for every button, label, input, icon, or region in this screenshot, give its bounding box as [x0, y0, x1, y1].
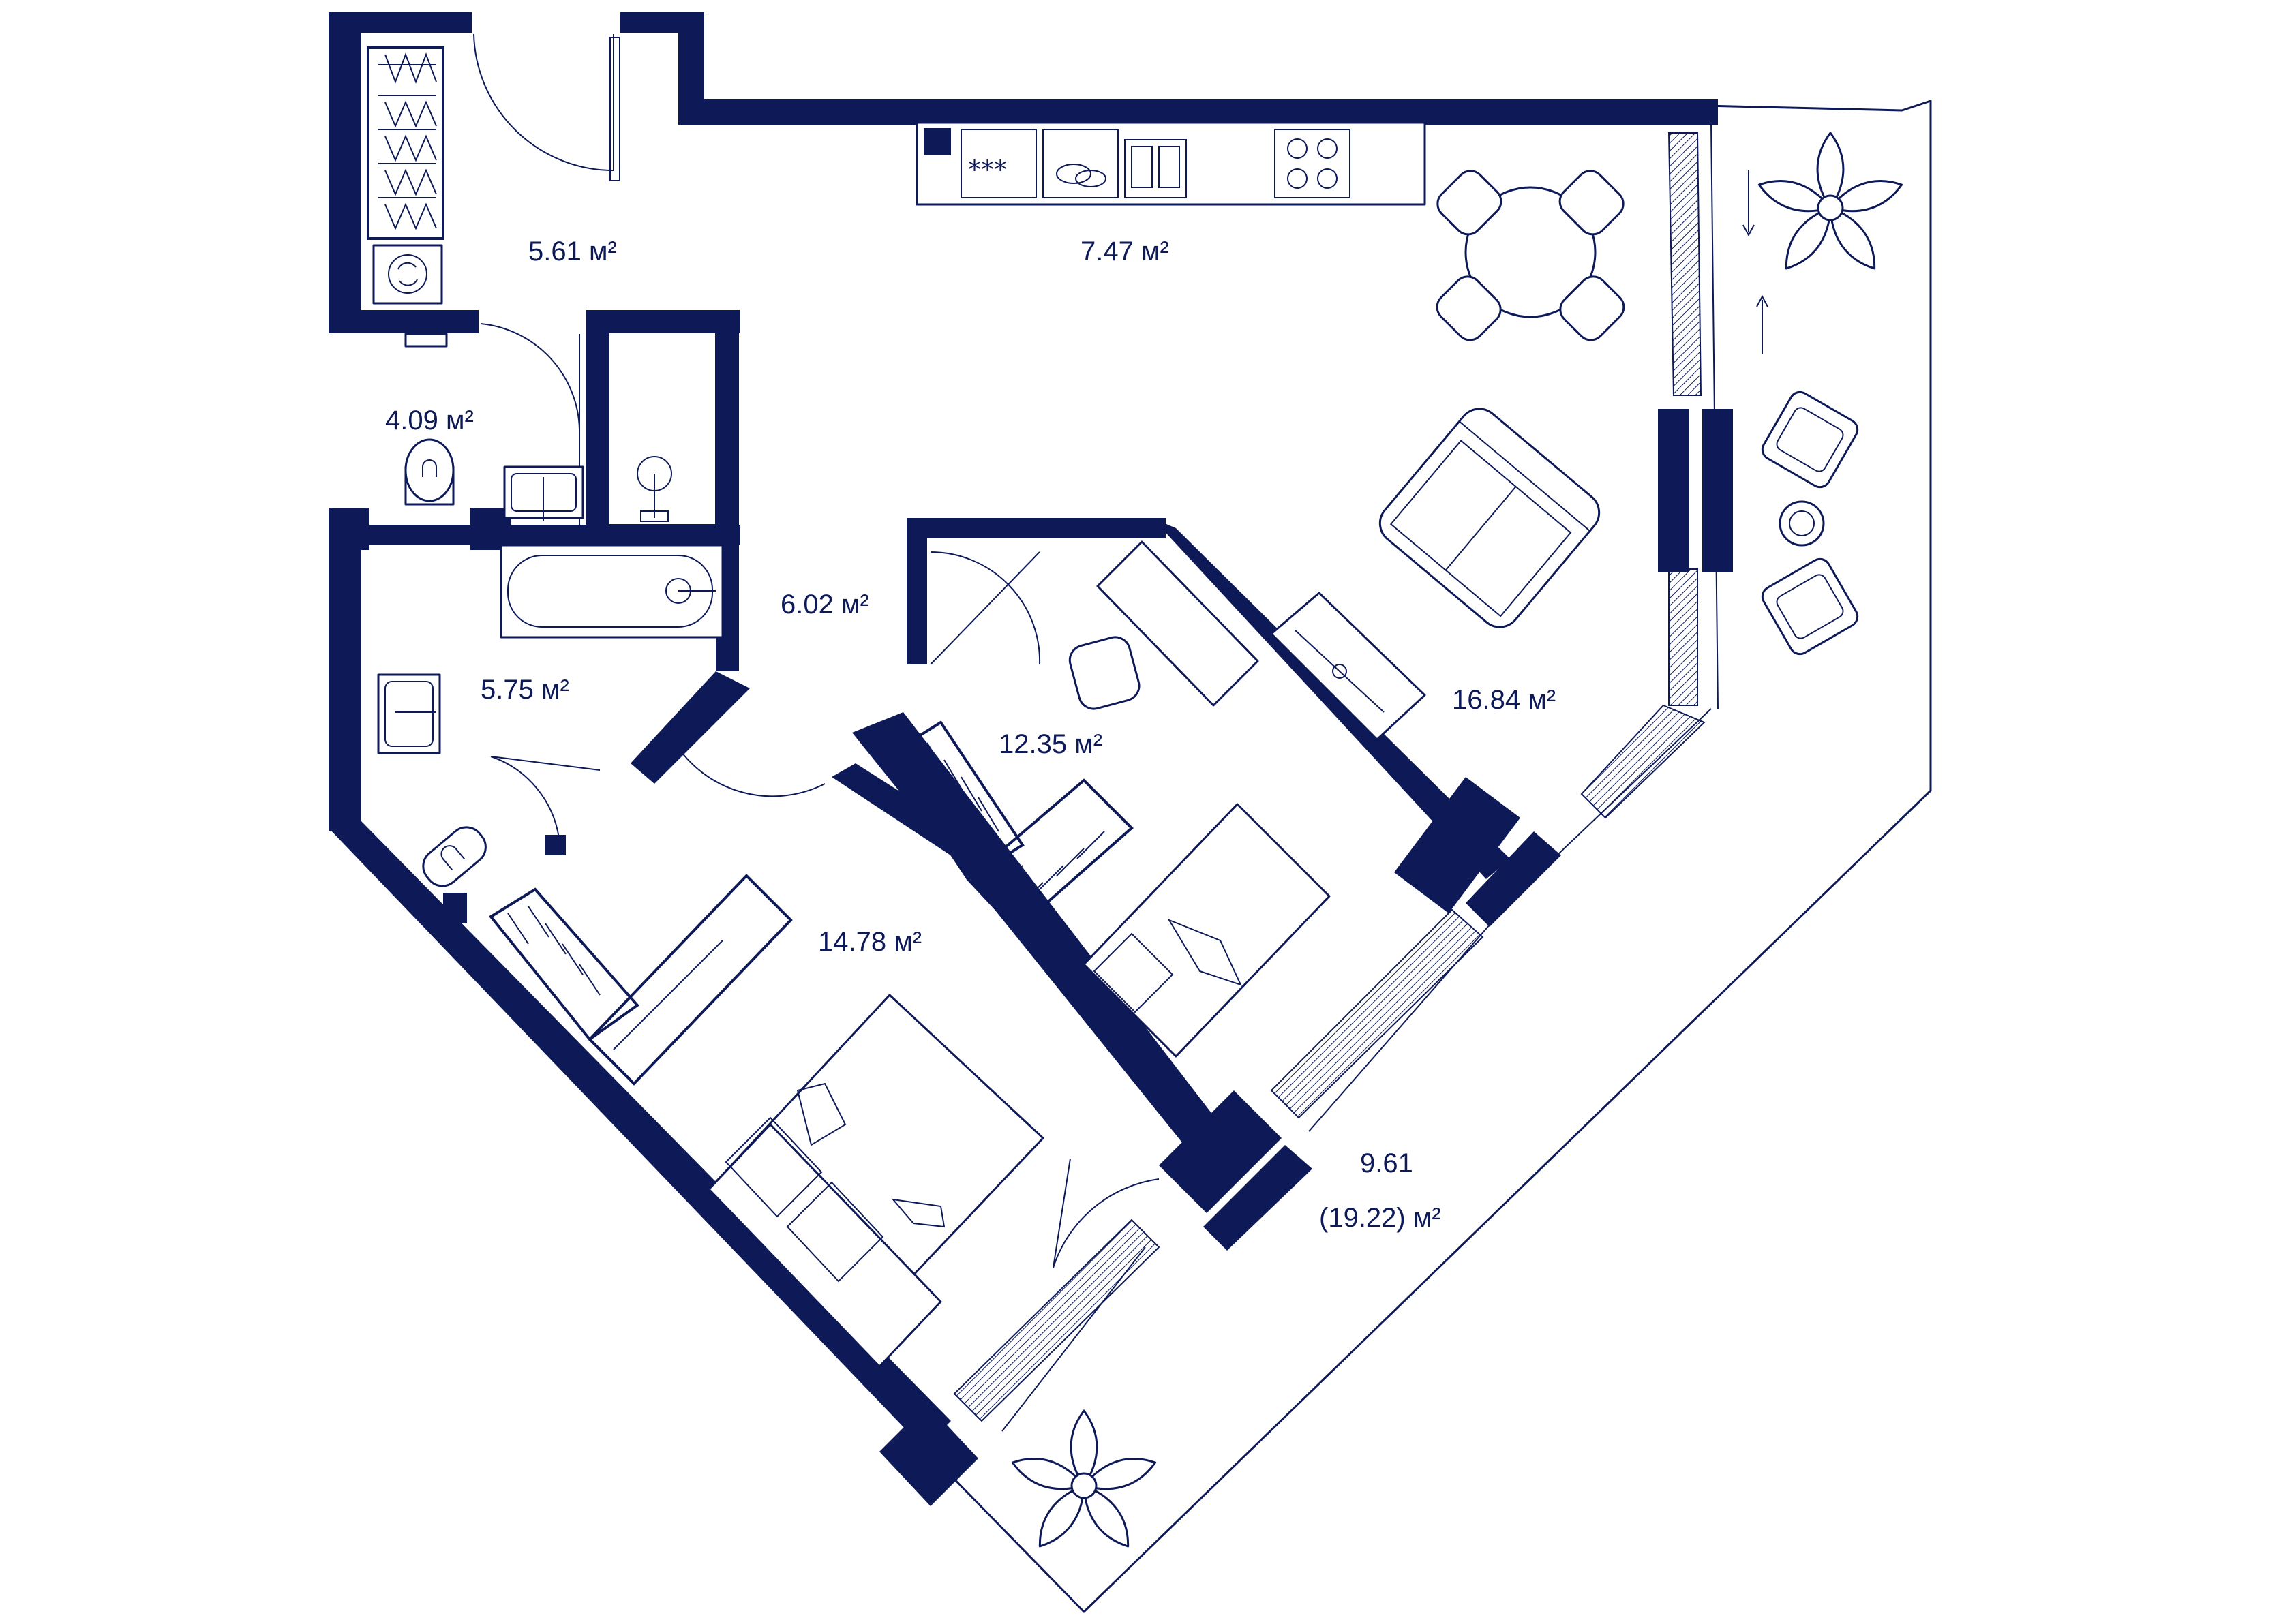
- room-area-bathroom: 5.75 м²: [481, 675, 569, 705]
- wardrobe-icon: [367, 46, 444, 240]
- room-area-toilet: 4.09 м²: [385, 406, 474, 435]
- room-area-kitchen: 7.47 м²: [1081, 236, 1169, 266]
- room-area-terrace: 9.61: [1360, 1148, 1413, 1178]
- bed-icon: [708, 994, 1044, 1368]
- plant-icon: [1011, 132, 1903, 1548]
- side-table-icon: [1779, 500, 1825, 547]
- dining-table-icon: [1464, 186, 1597, 318]
- wardrobe-icon: [884, 720, 1134, 932]
- window-icon: [953, 122, 1719, 1432]
- walls: [329, 12, 1733, 1506]
- shower-icon: [592, 330, 716, 525]
- terrace-outline: [939, 100, 1932, 1613]
- terrace-door-arrows: [1742, 170, 1768, 354]
- room-area-bedroom-small: 12.35 м²: [999, 729, 1102, 759]
- sink-icon: [503, 465, 584, 521]
- stove-icon: [1274, 129, 1350, 198]
- sofa-icon: [1378, 408, 1601, 628]
- kitchen-counter-icon: ***: [916, 121, 1426, 206]
- room-area-bedroom-large: 14.78 м²: [818, 927, 922, 957]
- desk-icon: [1270, 592, 1426, 741]
- armchair-icon: [1761, 391, 1859, 656]
- bathtub-icon: [500, 544, 724, 639]
- room-area-living: 16.84 м²: [1452, 685, 1556, 715]
- room-area-terrace-total: (19.22) м²: [1319, 1203, 1441, 1233]
- sink-icon: [377, 673, 441, 754]
- toilet-icon: [422, 826, 487, 887]
- room-area-corridor: 6.02 м²: [781, 590, 869, 619]
- toilet-icon: [404, 333, 455, 506]
- sink-icon: [1042, 129, 1187, 198]
- wardrobe-icon: [489, 874, 793, 1086]
- desk-icon: [1096, 540, 1259, 707]
- washing-machine-icon: [372, 244, 443, 305]
- bed-icon: [1083, 803, 1331, 1058]
- chair-icon: [1068, 636, 1141, 710]
- room-area-hallway: 5.61 м²: [528, 236, 617, 266]
- chair-icon: [1436, 170, 1625, 341]
- svg-text:***: ***: [968, 155, 1007, 185]
